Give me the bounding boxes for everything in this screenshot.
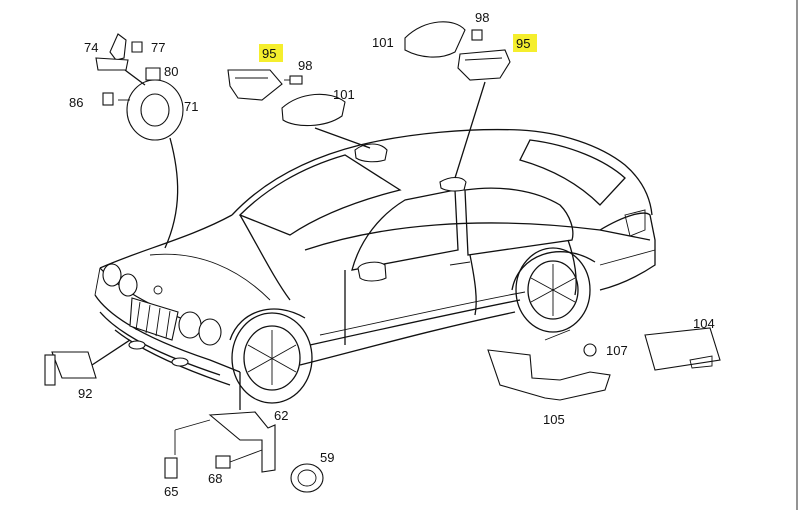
callout-59: 59	[320, 450, 334, 465]
callout-80: 80	[164, 64, 178, 79]
roof-module-right	[404, 21, 511, 179]
control-unit-hardware	[487, 327, 721, 401]
bracket-92	[44, 339, 131, 386]
highlight-95-left	[259, 44, 283, 62]
callout-101-left: 101	[333, 87, 355, 102]
callout-62: 62	[274, 408, 288, 423]
bottom-hardware	[164, 372, 324, 493]
callout-71: 71	[184, 99, 198, 114]
callout-107: 107	[606, 343, 628, 358]
horn-assembly	[95, 33, 184, 249]
callout-74: 74	[84, 40, 98, 55]
car-illustration	[94, 128, 656, 404]
callout-105: 105	[543, 412, 565, 427]
callout-95-left: 95	[262, 46, 276, 61]
callout-68: 68	[208, 471, 222, 486]
callout-98-left: 98	[298, 58, 312, 73]
highlight-95-right	[513, 34, 537, 52]
callout-104: 104	[693, 316, 715, 331]
callout-65: 65	[164, 484, 178, 499]
callout-101-right: 101	[372, 35, 394, 50]
callout-86: 86	[69, 95, 83, 110]
roof-module-left	[227, 69, 371, 149]
callout-77: 77	[151, 40, 165, 55]
callout-98-right: 98	[475, 10, 489, 25]
callout-95-right: 95	[516, 36, 530, 51]
callout-92: 92	[78, 386, 92, 401]
